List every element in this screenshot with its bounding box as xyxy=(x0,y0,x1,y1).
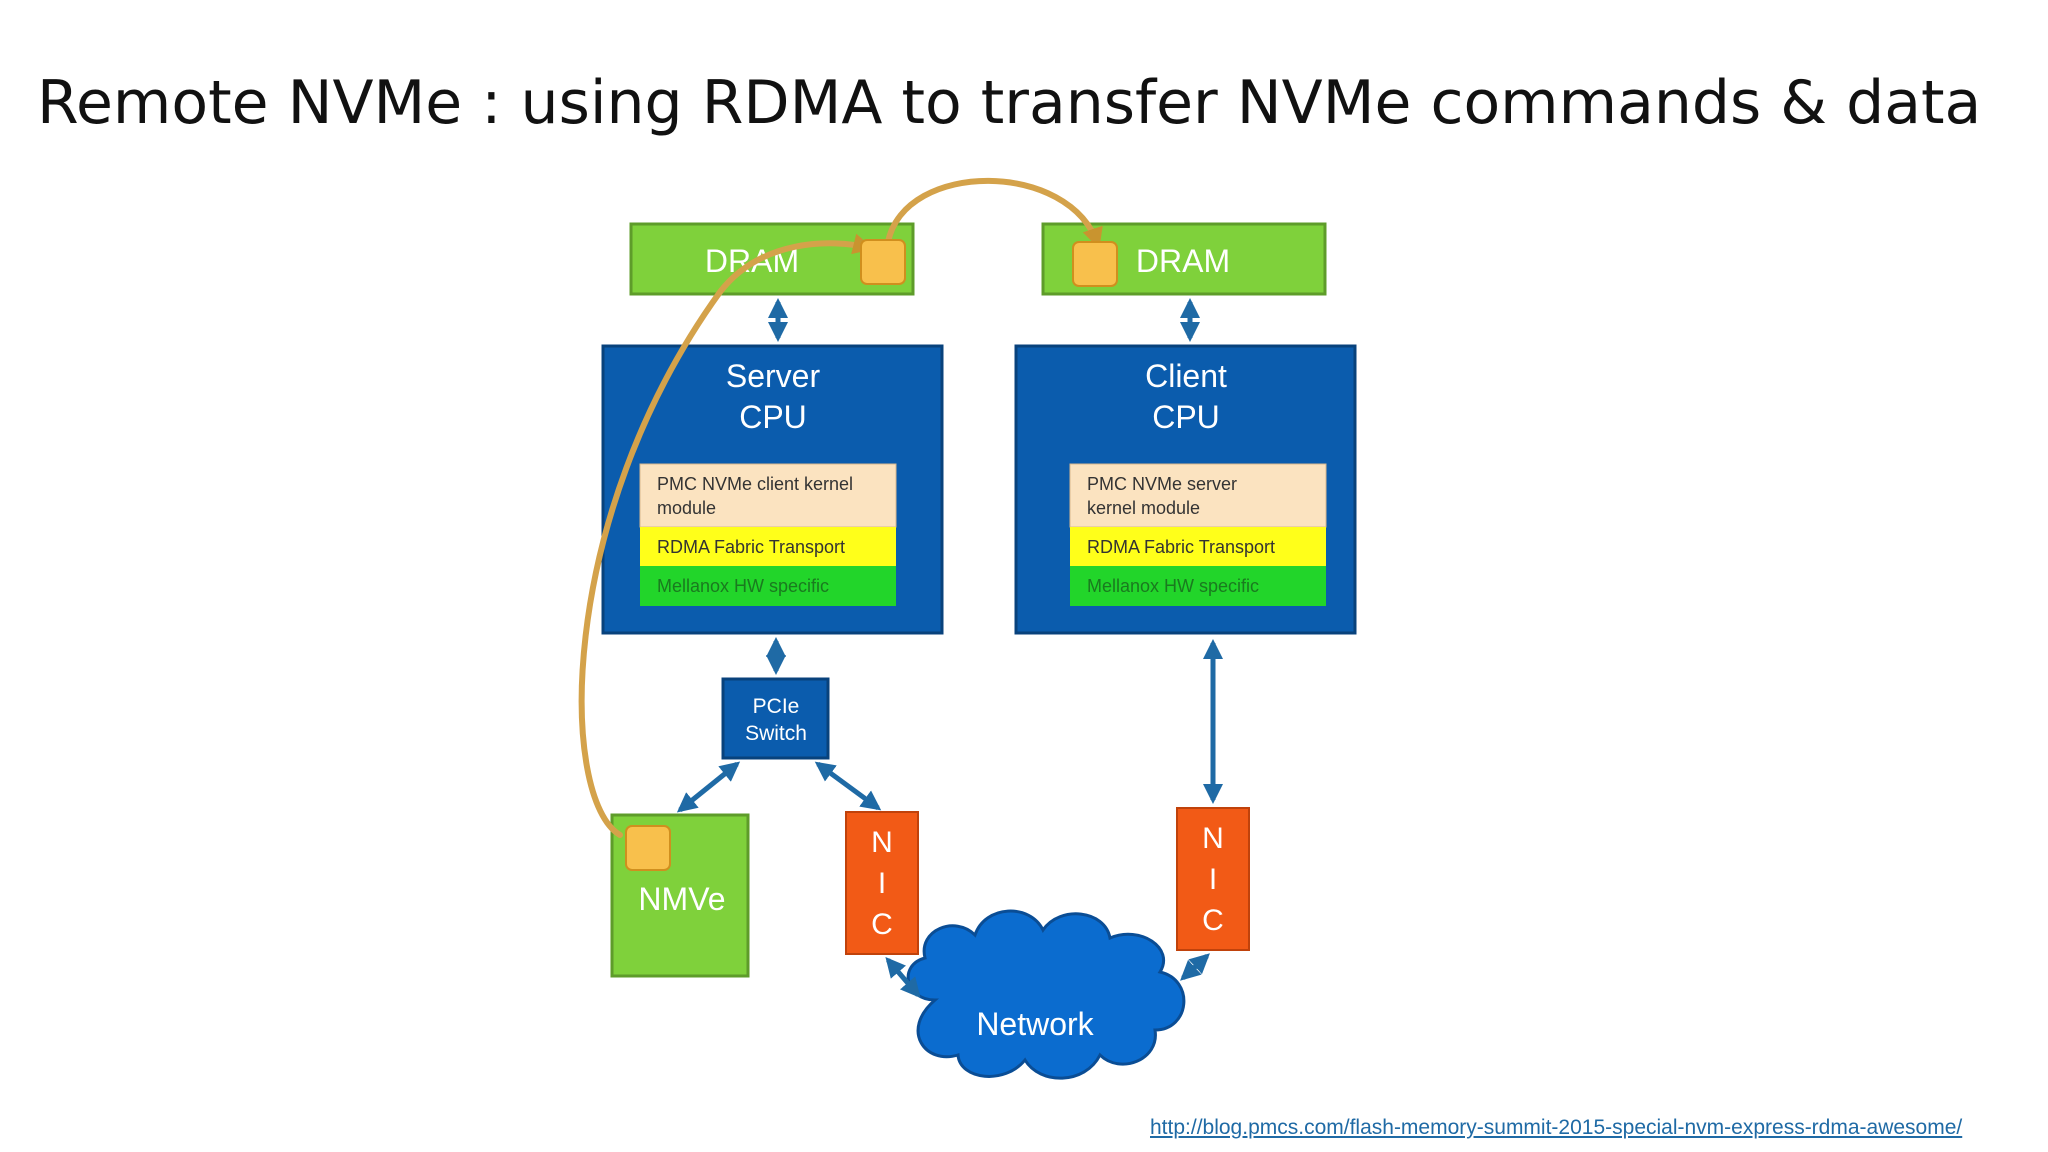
nic-right-i: I xyxy=(1209,863,1217,896)
client-hw-specific-label: Mellanox HW specific xyxy=(1087,576,1259,596)
server-rdma-transport xyxy=(640,527,896,566)
nic-right-n: N xyxy=(1202,822,1224,855)
nic-left-c: C xyxy=(871,908,893,941)
nic-right-c: C xyxy=(1202,904,1224,937)
arrow-pcie-nic-left xyxy=(814,761,882,811)
client-rdma-transport xyxy=(1070,527,1326,566)
server-hw-specific-label: Mellanox HW specific xyxy=(657,576,829,596)
network-cloud: Network xyxy=(906,909,1186,1080)
nvme-label: NMVe xyxy=(638,881,725,917)
server-rdma-transport-label: RDMA Fabric Transport xyxy=(657,537,845,557)
server-cpu-title-line2: CPU xyxy=(739,399,807,435)
cloud-icon xyxy=(906,909,1186,1080)
nic-left-n: N xyxy=(871,826,893,859)
network-label: Network xyxy=(976,1006,1094,1042)
client-rdma-transport-label: RDMA Fabric Transport xyxy=(1087,537,1275,557)
server-hw-specific xyxy=(640,566,896,606)
pcie-switch-line1: PCIe xyxy=(753,695,800,718)
rdma-data-path xyxy=(578,177,1103,838)
nic-left-i: I xyxy=(878,867,886,900)
nic-left: N I C xyxy=(845,811,919,955)
connection-arrows xyxy=(676,298,1223,999)
server-kernel-module-line2: module xyxy=(657,498,716,518)
client-cpu-title-line1: Client xyxy=(1145,358,1227,394)
server-cpu-title-line1: Server xyxy=(726,358,821,394)
client-dram-label: DRAM xyxy=(1136,243,1230,279)
client-cpu-title-line2: CPU xyxy=(1152,399,1220,435)
client-cpu: Client CPU PMC NVMe server kernel module… xyxy=(1014,344,1357,635)
arrow-nic-left-network xyxy=(885,956,921,999)
server-dram-buffer xyxy=(860,239,906,285)
data-path-server-to-client-dram xyxy=(885,177,1103,249)
client-kernel-module-line1: PMC NVMe server xyxy=(1087,474,1237,494)
data-path-nvme-to-server-dram xyxy=(578,233,875,838)
arrow-nic-right-network xyxy=(1180,953,1210,981)
client-hw-specific xyxy=(1070,566,1326,606)
slide-title: Remote NVMe : using RDMA to transfer NVM… xyxy=(37,68,1982,138)
nvme-buffer xyxy=(625,825,671,871)
client-dram-buffer xyxy=(1072,241,1118,287)
client-kernel-module-line2: kernel module xyxy=(1087,498,1200,518)
pcie-switch: PCIe Switch xyxy=(721,677,830,760)
source-link[interactable]: http://blog.pmcs.com/flash-memory-summit… xyxy=(1150,1116,1963,1139)
arrow-pcie-nvme xyxy=(676,761,741,813)
client-kernel-module xyxy=(1069,463,1327,528)
pcie-switch-line2: Switch xyxy=(745,722,807,745)
server-cpu: Server CPU PMC NVMe client kernel module… xyxy=(601,344,944,635)
nic-right: N I C xyxy=(1176,807,1250,951)
server-kernel-module-line1: PMC NVMe client kernel xyxy=(657,474,853,494)
